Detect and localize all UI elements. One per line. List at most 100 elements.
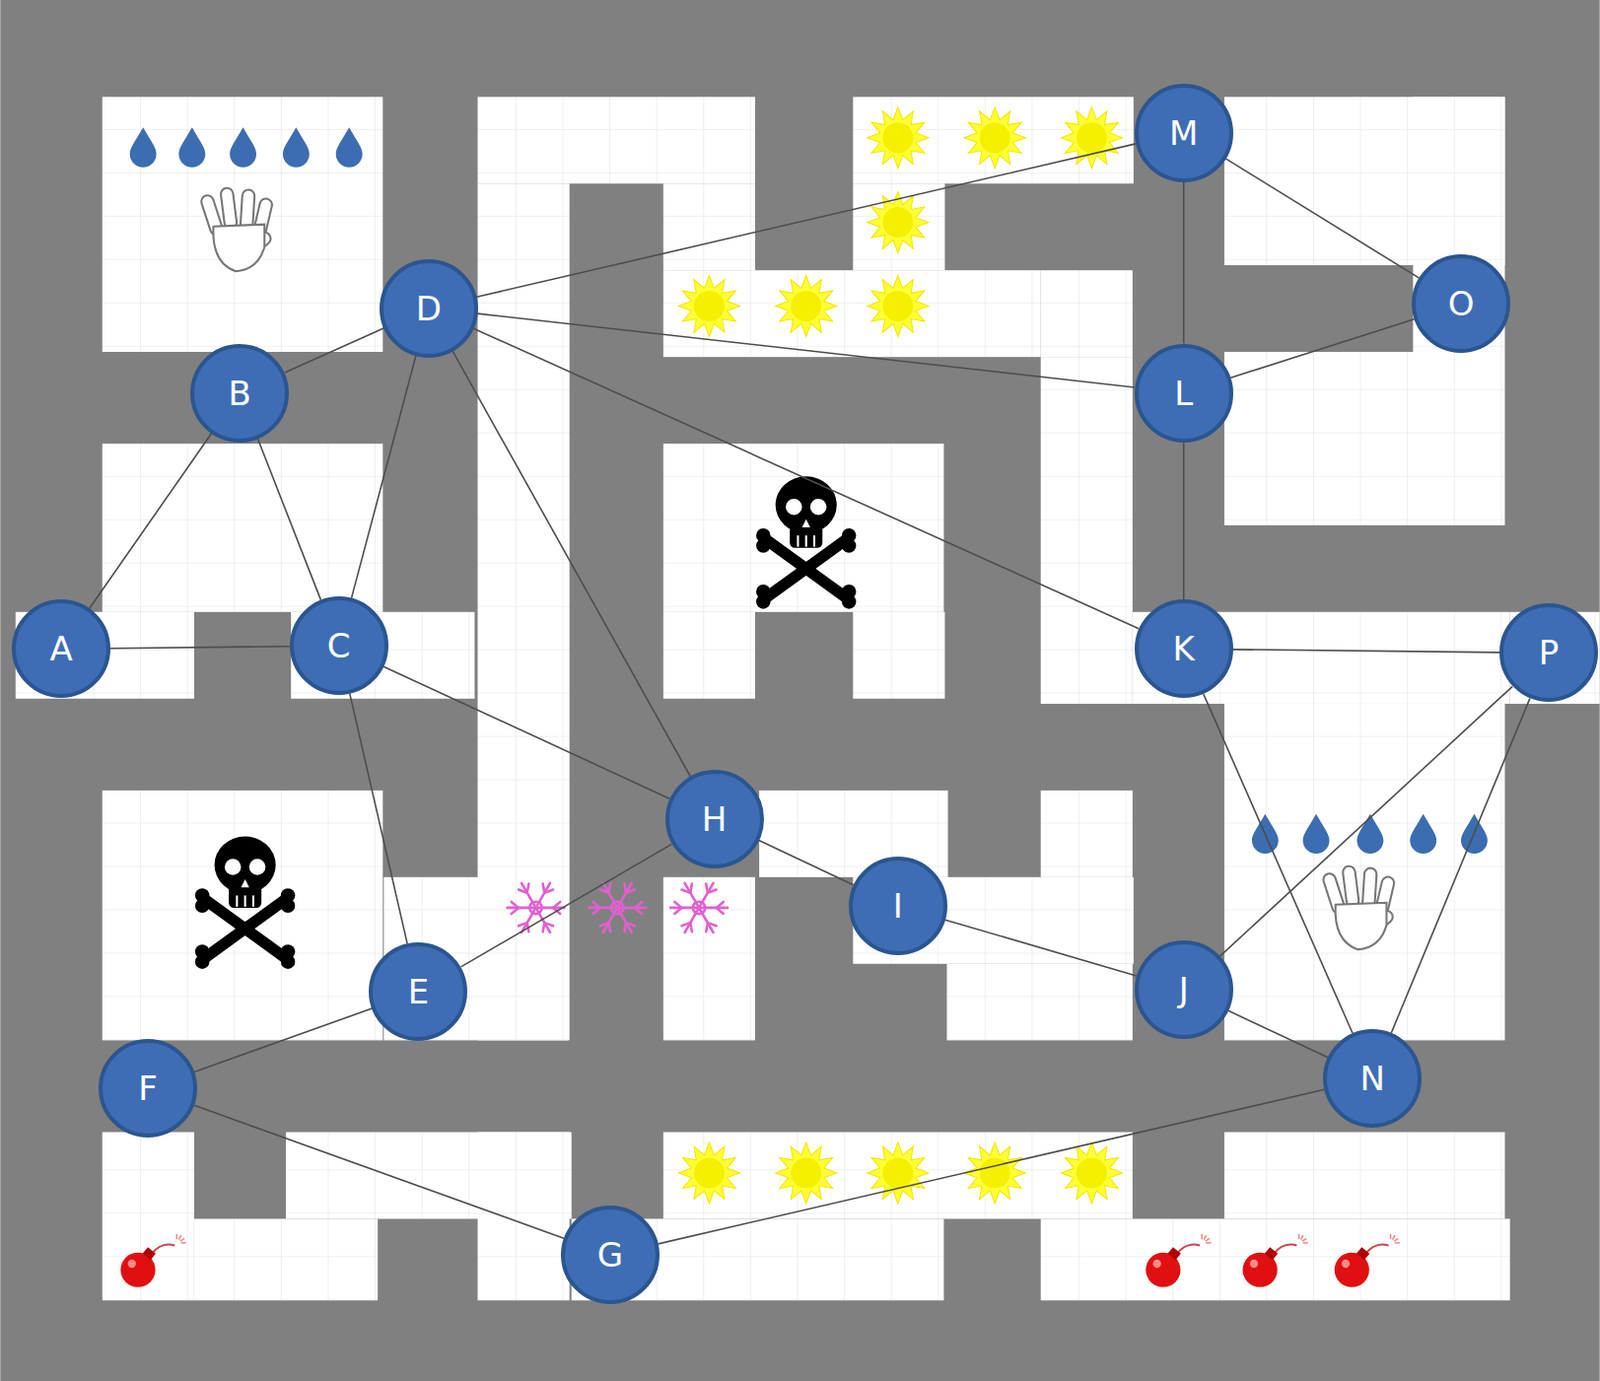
floor-tile [1041, 790, 1133, 878]
edge-stroke [383, 666, 670, 799]
floor-tile [1224, 1132, 1506, 1220]
edge-stroke [461, 843, 673, 968]
floor-tile [1224, 351, 1506, 526]
edge-stroke [284, 328, 384, 373]
star-icon [867, 275, 929, 337]
floor-tile [852, 183, 945, 271]
hand-icon [200, 187, 275, 272]
star-icon [678, 1142, 740, 1204]
node-circle: J [1134, 940, 1234, 1040]
edge-line [350, 355, 416, 599]
floor-tile [102, 1132, 195, 1302]
node-letter: M [1169, 116, 1198, 150]
edge-stroke [257, 438, 321, 601]
node-circle: E [368, 942, 468, 1042]
floor-tile [1041, 270, 1133, 357]
edge-line [1182, 182, 1184, 345]
snowflake-icon [588, 883, 646, 933]
floor-group [15, 96, 1600, 1301]
node-letter: D [416, 291, 442, 326]
edge-line [1225, 158, 1419, 279]
edge-line [473, 328, 1139, 629]
edge-line [1233, 649, 1500, 653]
hand-icon [1321, 865, 1396, 950]
water-drop [130, 127, 157, 167]
edge-stroke [1230, 319, 1414, 379]
edge-line [257, 438, 321, 601]
edge-line [1230, 319, 1414, 379]
node-letter: G [597, 1238, 624, 1272]
edge-line [194, 1105, 564, 1239]
edge-stroke [945, 919, 1137, 976]
water-drop [229, 127, 257, 167]
node-circle: B [190, 344, 289, 443]
floor-tile [102, 443, 384, 613]
bomb-icon [1145, 1234, 1211, 1288]
node-letter: E [408, 974, 429, 1009]
node-circle: O [1411, 254, 1511, 353]
edge-line [284, 328, 384, 373]
edge-stroke [1182, 182, 1185, 345]
edge-stroke [1228, 1010, 1328, 1057]
snowflake-icon [507, 883, 565, 933]
star-icon [867, 192, 929, 254]
node-circle: P [1499, 603, 1599, 702]
star-core [882, 122, 913, 153]
floor-tile [663, 1132, 1133, 1220]
water-drop [1303, 814, 1330, 854]
floor-tile [102, 790, 384, 1042]
floor-tile [1224, 703, 1506, 1041]
edge-line [1219, 686, 1513, 957]
edge-stroke [89, 433, 212, 610]
edge-stroke [349, 694, 408, 944]
node-circle: K [1134, 599, 1234, 698]
edge-stroke [1182, 442, 1185, 601]
node-letter: N [1359, 1061, 1385, 1096]
edge-line [759, 840, 854, 886]
star-core [790, 290, 822, 322]
floor-tile [478, 1132, 570, 1302]
edge-stroke [452, 350, 691, 776]
star-core [694, 1157, 725, 1188]
edge-line [476, 143, 1136, 297]
star-icon [867, 107, 929, 169]
floor-tile [852, 612, 945, 699]
star-icon [867, 1142, 929, 1204]
node-circle: N [1322, 1029, 1422, 1128]
star-icon [775, 1142, 837, 1204]
floor-tile [1041, 356, 1133, 704]
edge-line [452, 350, 691, 776]
node-circle: A [11, 599, 111, 698]
node-circle: I [848, 856, 948, 956]
node-circle: F [98, 1039, 198, 1138]
floor-tile [663, 877, 756, 1042]
water-drop [336, 127, 363, 167]
edge-stroke [194, 1105, 564, 1239]
skull-icon [756, 476, 856, 610]
node-letter: H [701, 802, 728, 836]
edge-line [383, 666, 670, 799]
node-circle: D [379, 259, 479, 358]
bomb-icon [120, 1234, 186, 1288]
skull-icon [195, 835, 295, 970]
edge-stroke [1233, 649, 1500, 653]
star-core [979, 122, 1011, 153]
node-letter: P [1538, 635, 1560, 670]
edge-line [110, 646, 290, 649]
water-drop [1409, 814, 1437, 854]
floor-tile [946, 964, 1132, 1042]
node-circle: M [1134, 83, 1234, 183]
node-circle: L [1134, 344, 1234, 443]
edge-stroke [350, 355, 416, 599]
star-icon [964, 1142, 1026, 1204]
floor-tile [663, 270, 1042, 357]
edge-line [1182, 442, 1184, 601]
node-circle: H [665, 769, 765, 869]
star-core [694, 290, 725, 322]
edge-stroke [1391, 698, 1531, 1034]
edge-stroke [759, 840, 854, 886]
edge-line [1391, 698, 1531, 1034]
